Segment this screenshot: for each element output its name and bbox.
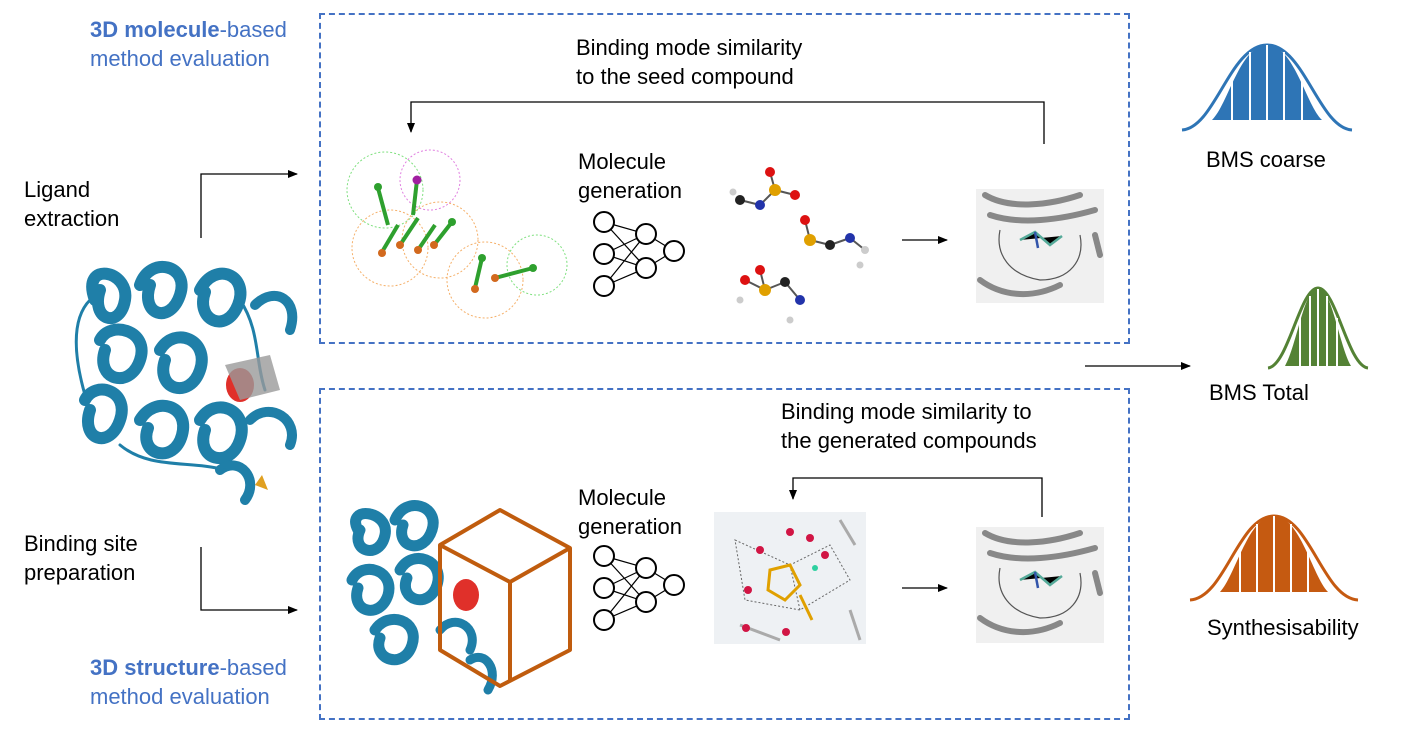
feedback-label-bottom: Binding mode similarity to the generated… xyxy=(781,399,1037,453)
bell-curve-bms-coarse xyxy=(1181,43,1353,132)
interaction-map-icon xyxy=(714,512,866,644)
bell-curve-bms-total xyxy=(1267,286,1369,370)
docking-pose-icon-top xyxy=(976,189,1104,303)
molecule-based-title: 3D molecule-based method evaluation xyxy=(90,16,287,73)
generated-molecules-icon xyxy=(729,167,869,324)
molecule-based-title-bold: 3D molecule xyxy=(90,17,220,42)
heme-ligand-icon xyxy=(225,355,280,490)
molecule-based-panel xyxy=(319,13,1130,344)
docking-pose-icon-bottom xyxy=(976,527,1104,643)
generation-label-top: Molecule generation xyxy=(578,149,682,203)
molecule-based-title-line2: method evaluation xyxy=(90,45,270,71)
binding-site-label: Binding site preparation xyxy=(24,531,138,585)
pocket-ligand-icon xyxy=(453,579,479,611)
feedback-arrow-top xyxy=(407,101,1045,144)
bell-curve-synthesisability xyxy=(1189,514,1359,602)
structure-based-title: 3D structure-based method evaluation xyxy=(90,654,287,711)
structure-based-title-line2: method evaluation xyxy=(90,683,270,709)
ligand-arrow xyxy=(200,170,298,238)
feedback-arrow-bottom xyxy=(789,477,1043,517)
structure-based-panel xyxy=(319,388,1130,720)
pocket-box-icon xyxy=(438,508,572,688)
metric-label-bms-total: BMS Total xyxy=(1209,380,1309,405)
neural-network-icon-top xyxy=(593,211,685,297)
pharmacophore-icon xyxy=(346,149,568,319)
structure-based-title-rest: -based xyxy=(219,655,287,680)
neural-network-icon-bottom xyxy=(593,545,685,631)
protein-structure-icon xyxy=(74,261,298,505)
feedback-label-top: Binding mode similarity to the seed comp… xyxy=(576,35,803,89)
metric-label-bms-coarse: BMS coarse xyxy=(1206,147,1326,172)
metric-label-synthesisability: Synthesisability xyxy=(1207,615,1359,640)
protein-pocket-icon xyxy=(346,500,497,695)
generation-label-bottom: Molecule generation xyxy=(578,485,682,539)
ligand-extraction-label: Ligand extraction xyxy=(24,177,120,231)
structure-based-title-bold: 3D structure xyxy=(90,655,220,680)
binding-site-arrow xyxy=(200,547,298,614)
molecule-based-title-rest: -based xyxy=(219,17,287,42)
